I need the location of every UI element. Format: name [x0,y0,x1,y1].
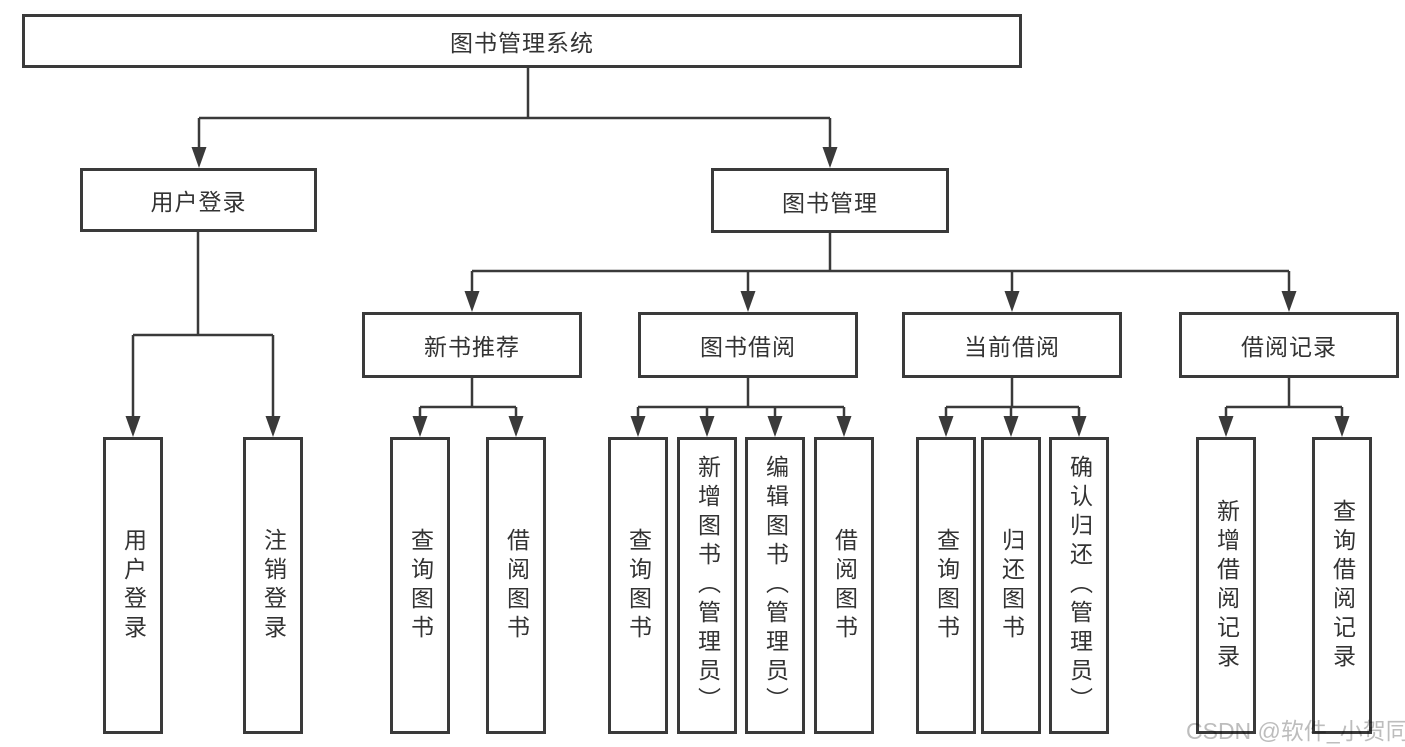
node-label: 归还图书 [998,527,1025,644]
arrowhead-icon [822,147,838,168]
arrowhead-icon [1334,416,1350,437]
node-label: 查询图书 [407,527,434,644]
arrowhead-icon [464,291,480,312]
node-label: 图书借阅 [700,334,796,360]
connector-root-to-level1 [197,68,832,152]
connector-current-to-leaves [944,378,1081,421]
arrowhead-icon [630,416,646,437]
arrowhead-icon [191,147,207,168]
node-logout-action: 注销登录 [243,437,303,734]
node-new-book-recommend: 新书推荐 [362,312,582,378]
node-borrowing-records: 借阅记录 [1179,312,1399,378]
arrowhead-icon [836,416,852,437]
node-label: 新书推荐 [424,334,520,360]
arrowhead-icon [767,416,783,437]
node-library-management-system: 图书管理系统 [22,14,1022,68]
node-book-management: 图书管理 [711,168,949,233]
arrowhead-icon [412,416,428,437]
node-current-borrowing: 当前借阅 [902,312,1122,378]
node-label: 确认归还（管理员） [1066,455,1093,716]
node-book-borrowing: 图书借阅 [638,312,858,378]
node-current-return-books: 归还图书 [981,437,1041,734]
arrowhead-icon [740,291,756,312]
connector-records-to-leaves [1224,378,1344,421]
arrowhead-icon [508,416,524,437]
node-records-add-borrow-record: 新增借阅记录 [1196,437,1256,734]
node-label: 借阅图书 [831,527,858,644]
node-borrow-borrow-books: 借阅图书 [814,437,874,734]
node-label: 用户登录 [120,527,147,644]
node-borrow-query-books: 查询图书 [608,437,668,734]
arrowhead-icon [1281,291,1297,312]
node-user-login-action: 用户登录 [103,437,163,734]
node-recommend-query-books: 查询图书 [390,437,450,734]
node-label: 用户登录 [150,189,247,215]
node-label: 注销登录 [260,527,287,644]
arrowhead-icon [1004,291,1020,312]
arrowhead-icon [125,416,141,437]
node-borrow-edit-books-admin: 编辑图书（管理员） [745,437,805,734]
node-label: 查询图书 [625,527,652,644]
arrowhead-icon [938,416,954,437]
arrowhead-icon [699,416,715,437]
node-label: 借阅图书 [503,527,530,644]
node-label: 查询图书 [933,527,960,644]
node-label: 图书管理系统 [450,30,594,56]
node-label: 编辑图书（管理员） [762,455,789,716]
node-label: 图书管理 [782,189,878,216]
node-user-login: 用户登录 [80,168,317,232]
connector-book-management-to-level2 [470,233,1291,296]
arrowhead-icon [265,416,281,437]
node-label: 新增图书（管理员） [694,455,721,716]
connector-user-login-to-leaves [131,232,275,421]
node-label: 查询借阅记录 [1329,498,1356,673]
node-records-query-borrow-record: 查询借阅记录 [1312,437,1372,734]
node-label: 借阅记录 [1241,334,1337,360]
arrowhead-icon [1003,416,1019,437]
arrowhead-icon [1218,416,1234,437]
node-borrow-add-books-admin: 新增图书（管理员） [677,437,737,734]
node-recommend-borrow-books: 借阅图书 [486,437,546,734]
node-current-confirm-return-admin: 确认归还（管理员） [1049,437,1109,734]
connector-recommend-to-leaves [418,378,518,421]
node-current-query-books: 查询图书 [916,437,976,734]
node-label: 当前借阅 [964,334,1060,360]
watermark: CSDN @软件_小贺同学 [1186,718,1405,744]
node-label: 新增借阅记录 [1213,498,1240,673]
connector-borrowing-to-leaves [636,378,846,421]
arrowhead-icon [1071,416,1087,437]
